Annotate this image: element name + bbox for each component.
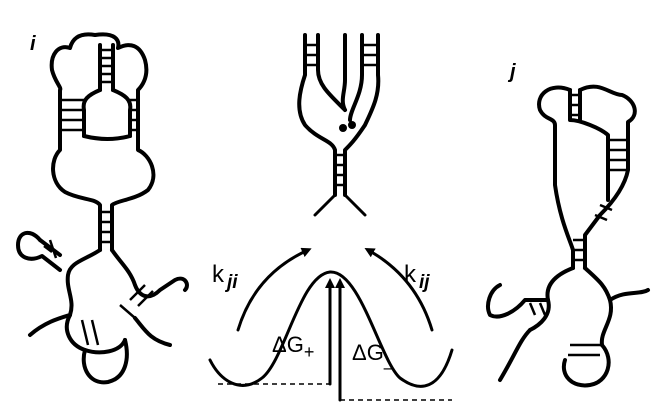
state-i-label: i [30, 33, 36, 55]
state-j-label: j [507, 61, 516, 83]
helix-rungs-transition [305, 45, 378, 185]
forward-arc-arrow [238, 250, 308, 330]
dG-plus-label: ΔG+ [272, 332, 314, 362]
dG-minus-label: ΔG_ [352, 340, 395, 371]
rna-structure-j [488, 87, 648, 386]
rna-structure-i [18, 34, 187, 382]
rna-transition-structure [299, 35, 378, 215]
